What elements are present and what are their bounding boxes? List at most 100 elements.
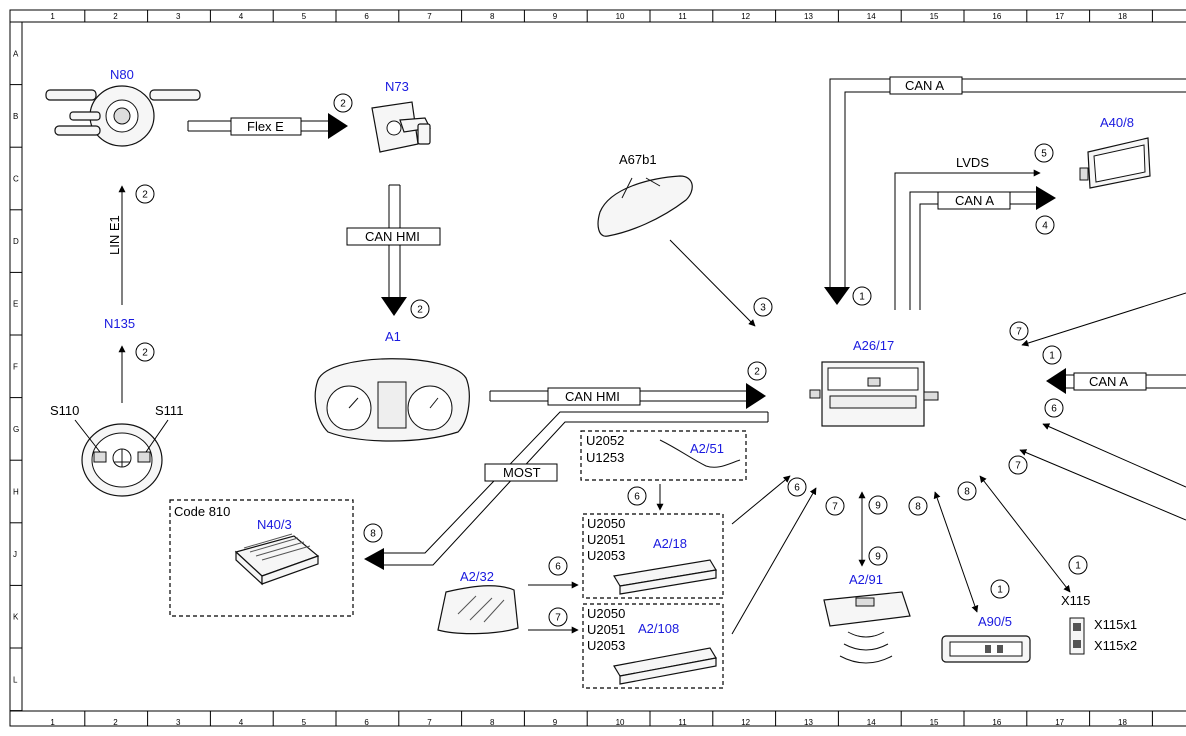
- a1-label: A1: [385, 329, 401, 344]
- u2050b-label: U2050: [587, 606, 625, 621]
- u2053b-label: U2053: [587, 638, 625, 653]
- callout-c-a2108-in: 7: [548, 607, 568, 627]
- callout-number: 7: [1015, 461, 1021, 472]
- grid-column-label: 7: [427, 12, 432, 21]
- grid-column-label: 17: [1055, 718, 1064, 727]
- grid-row-label: E: [13, 300, 18, 309]
- grid-column-label: 5: [302, 12, 307, 21]
- grid-row-label: D: [13, 237, 19, 246]
- callout-number: 3: [760, 303, 766, 314]
- most-bus: [364, 411, 769, 570]
- callout-c-a251: 6: [627, 486, 647, 506]
- u1253-label: U1253: [586, 450, 624, 465]
- canhmi-label-2: CAN HMI: [565, 389, 620, 404]
- n40-3-amplifier: [234, 533, 320, 586]
- grid-column-label: 14: [867, 718, 876, 727]
- a2-91-label: A2/91: [849, 572, 883, 587]
- x115-label: X115: [1061, 593, 1090, 608]
- grid-row-label: F: [13, 362, 18, 371]
- callout-number: 1: [1049, 351, 1055, 362]
- grid-column-label: 8: [490, 12, 495, 21]
- a2-18-box: [582, 513, 724, 599]
- n73-label: N73: [385, 79, 409, 94]
- callout-c-a218-out: 6: [787, 477, 807, 497]
- callout-number: 5: [1041, 149, 1047, 160]
- callout-c-n80-n73: 2: [333, 93, 353, 113]
- n80-steering-column-module: [45, 85, 201, 147]
- cana-top-bus: [824, 76, 1186, 305]
- a2-108-label: A2/108: [638, 621, 679, 636]
- callout-number: 2: [340, 99, 346, 110]
- callout-number: 1: [859, 292, 865, 303]
- code810-label: Code 810: [174, 504, 230, 519]
- a2-108-box: [582, 603, 724, 689]
- a2-32-label: A2/32: [460, 569, 494, 584]
- cana-mid-label: CAN A: [955, 193, 994, 208]
- callout-number: 6: [794, 483, 800, 494]
- callout-number: 1: [1075, 561, 1081, 572]
- grid-row-label: B: [13, 112, 18, 121]
- grid-column-label: 11: [678, 12, 687, 21]
- callout-number: 7: [555, 613, 561, 624]
- grid-column-label: 11: [678, 718, 687, 727]
- a2-18-antenna-module: [613, 559, 717, 595]
- a2-32-rear-window: [437, 585, 519, 635]
- grid-row-label: C: [13, 175, 19, 184]
- grid-column-label: 9: [553, 12, 558, 21]
- a2-108-antenna-module: [613, 647, 717, 685]
- a2-18-label: A2/18: [653, 536, 687, 551]
- canhmi-bus-a1-a26: [489, 383, 766, 409]
- grid-column-label: 2: [113, 718, 118, 727]
- callout-c-right6: 6: [1044, 398, 1064, 418]
- grid-column-label: 3: [176, 718, 181, 727]
- grid-column-label: 10: [616, 718, 625, 727]
- a26-17-head-unit: [809, 361, 939, 427]
- a40-8-label: A40/8: [1100, 115, 1134, 130]
- callout-c-x115a: 8: [957, 481, 977, 501]
- n80-label: N80: [110, 67, 134, 82]
- a2-51-antenna: [659, 439, 741, 468]
- grid-column-label: 12: [741, 12, 750, 21]
- grid-column-label: 16: [992, 718, 1001, 727]
- grid-column-label: 12: [741, 718, 750, 727]
- callout-number: 8: [370, 529, 376, 540]
- callout-c-x115b: 1: [1068, 555, 1088, 575]
- callout-number: 6: [1051, 404, 1057, 415]
- a90-5-label: A90/5: [978, 614, 1012, 629]
- callout-number: 2: [142, 348, 148, 359]
- grid-column-label: 5: [302, 718, 307, 727]
- callout-number: 1: [997, 585, 1003, 596]
- grid-column-label: 15: [930, 718, 939, 727]
- u2050a-label: U2050: [587, 516, 625, 531]
- a26-17-label: A26/17: [853, 338, 894, 353]
- x115x1-label: X115x1: [1094, 617, 1137, 632]
- grid-column-label: 9: [553, 718, 558, 727]
- callout-c-lvds: 5: [1034, 143, 1054, 163]
- callout-c-s-n135: 2: [135, 342, 155, 362]
- a2-51-label: A2/51: [690, 441, 724, 456]
- callout-number: 7: [832, 502, 838, 513]
- grid-column-label: 13: [804, 718, 813, 727]
- a67b1-label: A67b1: [619, 152, 657, 167]
- grid-column-label: 7: [427, 718, 432, 727]
- cana-right-bus: [1046, 368, 1186, 394]
- u2052-label: U2052: [586, 433, 624, 448]
- callout-c-right1: 1: [1042, 345, 1062, 365]
- n73-ignition-switch: [371, 101, 431, 153]
- callout-c-cana-mid: 4: [1035, 215, 1055, 235]
- grid-column-label: 6: [364, 12, 369, 21]
- cana-right-label: CAN A: [1089, 374, 1128, 389]
- grid-column-label: 2: [113, 12, 118, 21]
- callout-c-a291a: 9: [868, 495, 888, 515]
- n40-3-label: N40/3: [257, 517, 292, 532]
- callout-c-a1-a26: 2: [747, 361, 767, 381]
- grid-column-label: 10: [616, 12, 625, 21]
- callout-c-a218-in: 6: [548, 556, 568, 576]
- line-label: LIN E1: [107, 215, 122, 255]
- a90-5-module: [941, 635, 1031, 663]
- callout-number: 6: [634, 492, 640, 503]
- grid-column-label: 4: [239, 12, 244, 21]
- u2051b-label: U2051: [587, 622, 625, 637]
- callout-c-right7a: 7: [1009, 321, 1029, 341]
